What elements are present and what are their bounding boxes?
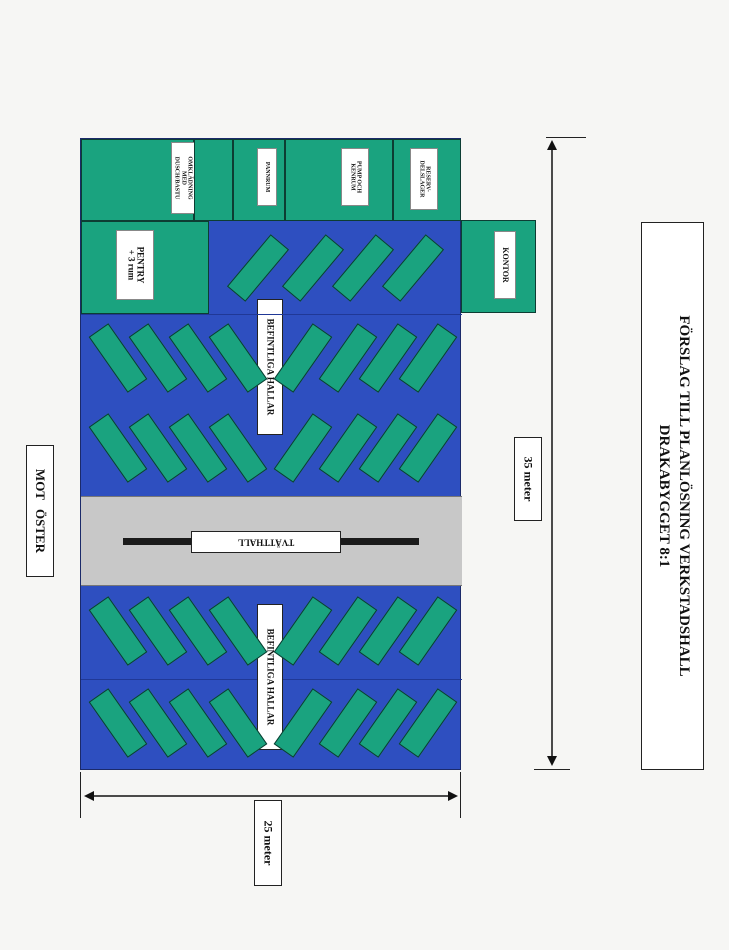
room-pannrum-label-box: PANNRUM (257, 148, 277, 206)
orientation-label: MOT ÖSTER (32, 468, 48, 554)
hall-lower-label-box: BEFINTLIGA HALLAR (257, 604, 283, 750)
width-label-box: 25 meter (254, 800, 282, 886)
length-dimension-bottom-tick (534, 769, 570, 770)
title-text: FÖRSLAG TILL PLANLÖSNING VERKSTADSHALL D… (655, 315, 692, 677)
length-label-box: 35 meter (514, 437, 542, 521)
machine-bay (281, 234, 345, 302)
machine-bay (331, 234, 395, 302)
room-kontor: KONTOR (461, 220, 536, 313)
length-label: 35 meter (521, 456, 536, 502)
room-pentry: PENTRY + 3 rum (81, 221, 209, 314)
wash-hall: TVÄTTHALL (81, 496, 462, 586)
room-omkladning-label-box: OMKLÄDNING MED DUSCH/BASTU (171, 142, 195, 214)
room-pentry-label-box: PENTRY + 3 rum (116, 230, 154, 300)
length-dimension-top-tick (546, 137, 586, 138)
dimension-arrow-icon (84, 791, 458, 801)
dimension-arrow-icon (547, 140, 557, 766)
machine-bay (226, 234, 290, 302)
hall-divider (81, 314, 462, 315)
title-line-2: DRAKABYGGET 8:1 (655, 424, 672, 568)
wash-hall-label: TVÄTTHALL (237, 537, 295, 548)
room-pump-label: PUMP OCH KENRUM (349, 160, 362, 194)
room-pump-label-box: PUMP OCH KENRUM (341, 148, 369, 206)
room-kontor-label: KONTOR (501, 247, 511, 283)
hall-upper-label-box: BEFINTLIGA HALLAR (257, 299, 283, 435)
room-reserv-label: RESERV- DELSLAGER (418, 160, 431, 198)
width-label: 25 meter (261, 820, 276, 866)
orientation-box: MOT ÖSTER (26, 445, 54, 577)
room-unnamed (194, 139, 233, 221)
room-omkladning: OMKLÄDNING MED DUSCH/BASTU (81, 139, 195, 221)
room-omkladning-label: OMKLÄDNING MED DUSCH/BASTU (173, 156, 193, 200)
title-box: FÖRSLAG TILL PLANLÖSNING VERKSTADSHALL D… (641, 222, 704, 770)
floor-plan: OMKLÄDNING MED DUSCH/BASTU PANNRUM PUMP … (80, 138, 462, 770)
room-pump: PUMP OCH KENRUM (285, 139, 393, 221)
room-pannrum-label: PANNRUM (264, 161, 271, 193)
room-pentry-label: PENTRY + 3 rum (126, 246, 146, 284)
hall-lower-label: BEFINTLIGA HALLAR (265, 628, 276, 726)
width-dimension-left-tick (80, 772, 81, 818)
room-pannrum: PANNRUM (233, 139, 285, 221)
width-dimension-right-tick (460, 772, 461, 818)
title-line-1: FÖRSLAG TILL PLANLÖSNING VERKSTADSHALL (675, 315, 692, 677)
wash-hall-label-box: TVÄTTHALL (191, 531, 341, 553)
machine-bay (381, 234, 445, 302)
room-kontor-label-box: KONTOR (494, 231, 516, 299)
room-reserv-label-box: RESERV- DELSLAGER (410, 148, 438, 210)
room-reserv: RESERV- DELSLAGER (393, 139, 461, 221)
hall-upper-label: BEFINTLIGA HALLAR (265, 318, 276, 416)
